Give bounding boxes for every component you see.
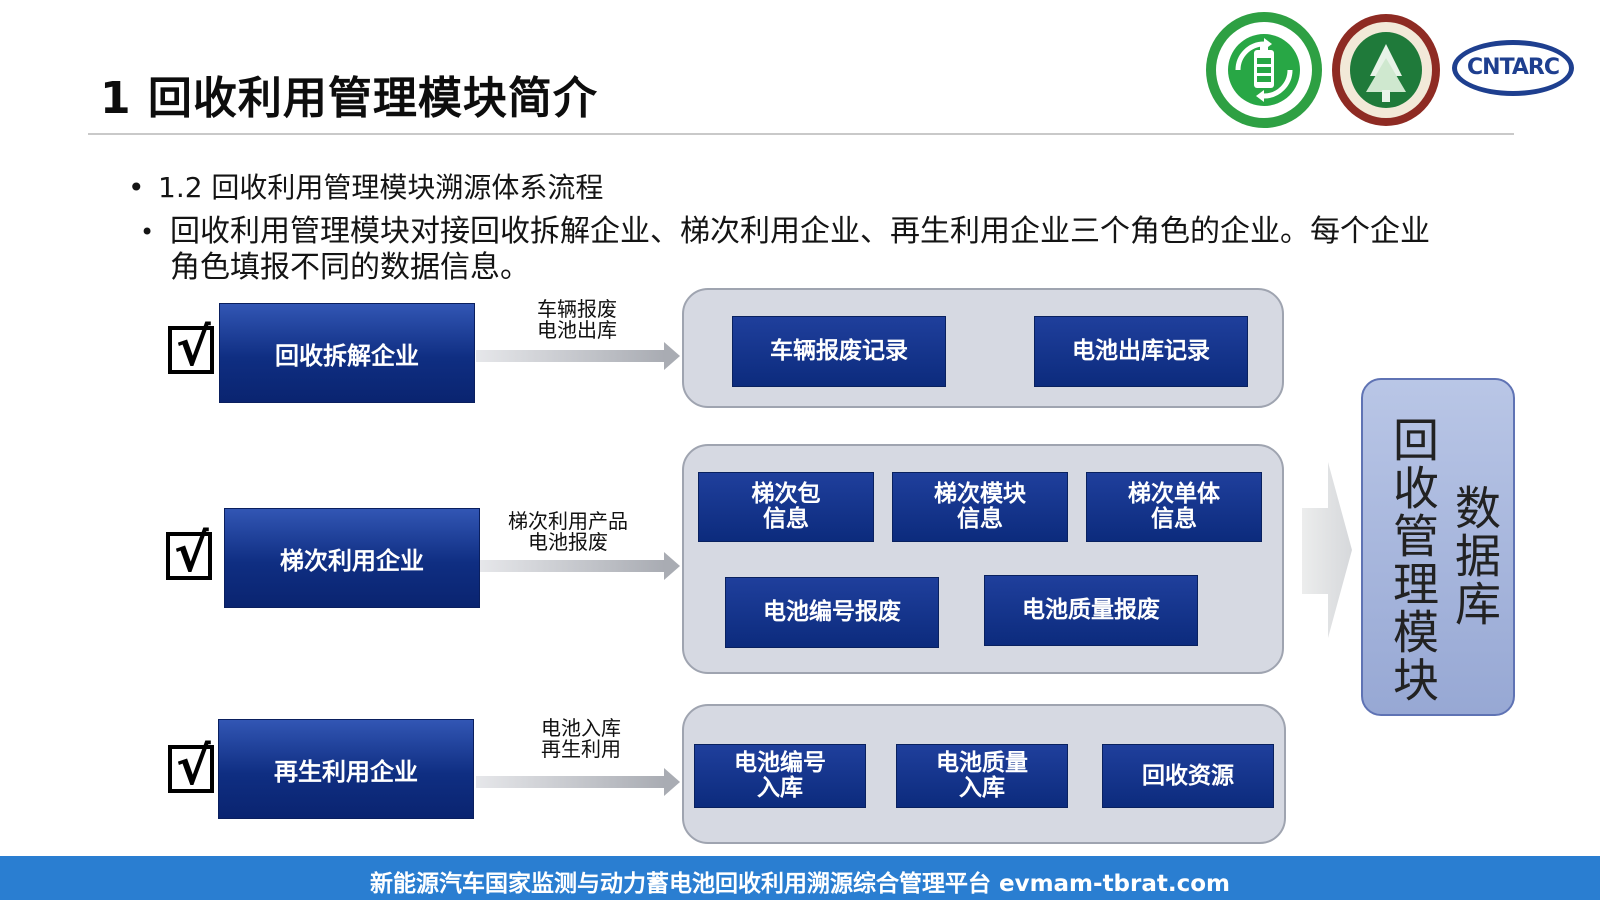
data-box-battery-quality-inbound: 电池质量 入库 xyxy=(896,744,1068,808)
right-arrow-icon xyxy=(476,768,680,796)
arrow-label-row2: 梯次利用产品 电池报废 xyxy=(500,511,636,553)
page-title: 1 回收利用管理模块简介 xyxy=(100,73,598,124)
battery-icon xyxy=(1235,38,1293,102)
arrow-label-row1: 车辆报废 电池出库 xyxy=(518,299,636,341)
database-store-label: 数据库 xyxy=(1448,484,1502,628)
database-box xyxy=(1361,378,1515,716)
footer-text: 新能源汽车国家监测与动力蓄电池回收利用溯源综合管理平台 evmam-tbrat.… xyxy=(369,871,1231,897)
checkbox-icon: √ xyxy=(168,737,214,797)
cntarc-logo-text: CNTARC xyxy=(1467,55,1560,80)
right-arrow-icon xyxy=(480,552,680,580)
recycle-battery-logo-icon xyxy=(1206,12,1322,128)
database-module-label: 回收管理模块 xyxy=(1386,416,1440,704)
section-heading: 1.2 回收利用管理模块溯源体系流程 xyxy=(158,171,604,204)
title-divider xyxy=(88,133,1514,135)
data-box-vehicle-scrap-record: 车辆报废记录 xyxy=(732,316,946,387)
big-right-arrow-icon xyxy=(1302,462,1352,638)
data-box-battery-outbound-record: 电池出库记录 xyxy=(1034,316,1248,387)
check-mark: √ xyxy=(174,524,209,584)
bullet-dot: • xyxy=(140,218,155,246)
university-emblem-icon xyxy=(1332,14,1440,126)
data-box-cascade-module-info: 梯次模块 信息 xyxy=(892,472,1068,542)
data-box-cascade-cell-info: 梯次单体 信息 xyxy=(1086,472,1262,542)
arrow-label-line: 电池入库 xyxy=(541,716,621,740)
description-bullet: • 回收利用管理模块对接回收拆解企业、梯次利用企业、再生利用企业三个角色的企业。每… xyxy=(140,214,1460,286)
data-box-cascade-pack-info: 梯次包 信息 xyxy=(698,472,874,542)
arrow-label-line: 电池报废 xyxy=(528,530,608,554)
arrow-label-line: 梯次利用产品 xyxy=(508,509,628,533)
arrow-label-line: 电池出库 xyxy=(537,318,617,342)
right-arrow-icon xyxy=(476,342,680,370)
enterprise-cascade-utilization: 梯次利用企业 xyxy=(224,508,480,608)
cntarc-logo-icon: CNTARC xyxy=(1452,40,1574,96)
data-box-battery-quality-scrap: 电池质量报废 xyxy=(984,575,1198,646)
data-box-battery-id-scrap: 电池编号报废 xyxy=(725,577,939,648)
enterprise-recycle-dismantle: 回收拆解企业 xyxy=(219,303,475,403)
footer-bar xyxy=(0,856,1600,900)
checkbox-icon: √ xyxy=(168,318,214,378)
section-bullet: • 1.2 回收利用管理模块溯源体系流程 xyxy=(128,166,603,206)
check-mark: √ xyxy=(176,737,211,797)
checkbox-icon: √ xyxy=(166,524,212,584)
arrow-label-line: 车辆报废 xyxy=(537,297,617,321)
bullet-dot: • xyxy=(128,171,145,204)
data-box-recycled-resources: 回收资源 xyxy=(1102,744,1274,808)
enterprise-regeneration: 再生利用企业 xyxy=(218,719,474,819)
check-mark: √ xyxy=(176,318,211,378)
data-box-battery-id-inbound: 电池编号 入库 xyxy=(694,744,866,808)
arrow-label-line: 再生利用 xyxy=(541,737,621,761)
description-text: 回收利用管理模块对接回收拆解企业、梯次利用企业、再生利用企业三个角色的企业。每个… xyxy=(170,214,1430,285)
arrow-label-row3: 电池入库 再生利用 xyxy=(522,718,640,760)
